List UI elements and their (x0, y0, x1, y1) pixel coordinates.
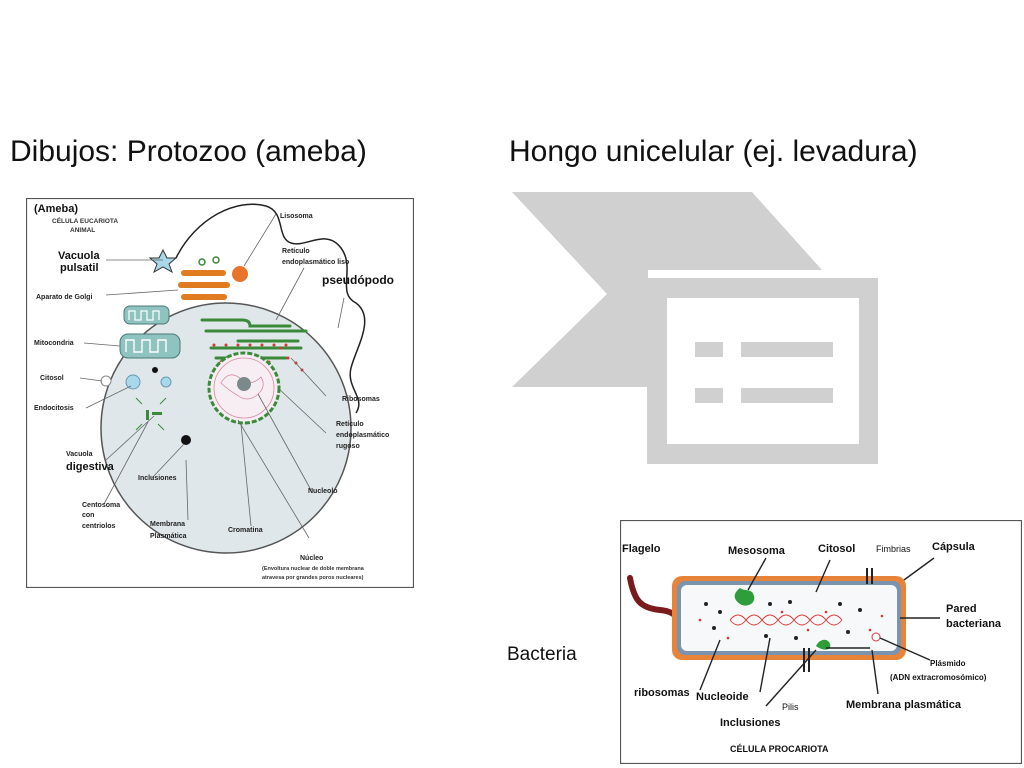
label-vacuola-pulsatil-2: pulsatil (60, 262, 99, 274)
label-reticulo-rugoso-3: rugoso (336, 443, 360, 450)
label-citosol: Citosol (40, 375, 64, 382)
bact-label-plasmido-2: (ADN extracromosómico) (890, 673, 987, 682)
label-nucleo-note: (Envoltura nuclear de doble membrana (262, 566, 365, 572)
bact-label-capsula: Cápsula (932, 541, 976, 553)
label-reticulo-rugoso: Retículo (336, 421, 364, 428)
label-nucleolo: Nucleolo (308, 488, 338, 495)
bact-label-mesosoma: Mesosoma (728, 545, 786, 557)
label-mitocondria: Mitocondria (34, 340, 74, 347)
ameba-sub1: CÉLULA EUCARIOTA (52, 216, 118, 225)
label-golgi: Aparato de Golgi (36, 294, 92, 301)
label-vacuola-pulsatil: Vacuola (58, 250, 100, 262)
label-nucleo: Núcleo (300, 555, 323, 562)
label-ribosomas: Ribosomas (342, 396, 380, 403)
bact-label-pilis: Pilis (782, 702, 799, 712)
ameba-sub2: ANIMAL (70, 227, 95, 234)
label-reticulo-rugoso-2: endoplasmático (336, 432, 389, 439)
bact-label-ribosomas: ribosomas (634, 687, 690, 699)
label-vacuola-digestiva-2: digestiva (66, 461, 115, 473)
label-cromatina: Cromatina (228, 527, 263, 534)
label-reticulo-liso: Retículo (282, 248, 310, 255)
label-centrosoma-2: con (82, 512, 94, 519)
label-inclusiones: Inclusiones (138, 475, 177, 482)
ameba-heading: (Ameba) (34, 203, 78, 215)
title-protozoo: Dibujos: Protozoo (ameba) (10, 135, 367, 168)
ameba-diagram: (Ameba) CÉLULA EUCARIOTA ANIMAL Vacuola … (26, 198, 414, 588)
bact-label-nucleoide: Nucleoide (696, 691, 749, 703)
bact-label-citosol: Citosol (818, 543, 855, 555)
label-membrana-2: Plasmática (150, 533, 187, 540)
label-membrana: Membrana (150, 521, 185, 528)
bact-label-membrana: Membrana plasmática (846, 699, 962, 711)
title-hongo: Hongo unicelular (ej. levadura) (509, 135, 918, 168)
bact-label-plasmido: Plásmido (930, 659, 966, 668)
bact-label-fimbrias: Fimbrias (876, 544, 911, 554)
picture-placeholder-icon (512, 192, 878, 464)
bacteria-diagram: Flagelo Mesosoma Citosol Fimbrias Cápsul… (620, 520, 1022, 764)
bact-label-pared: Pared (946, 603, 977, 615)
bacteria-label: Bacteria (507, 644, 577, 665)
label-endocitosis: Endocitosis (34, 405, 74, 412)
label-nucleo-note-2: atravesa por grandes poros nucleares) (262, 575, 364, 581)
label-vacuola-digestiva: Vacuola (66, 451, 93, 458)
bact-label-titulo: CÉLULA PROCARIOTA (730, 744, 829, 754)
bact-label-pared-2: bacteriana (946, 618, 1002, 630)
bact-label-flagelo: Flagelo (622, 543, 661, 555)
label-reticulo-liso-2: endoplasmático liso (282, 259, 349, 266)
label-pseudopodo: pseudópodo (322, 273, 394, 287)
label-centrosoma: Centosoma (82, 502, 120, 509)
bact-label-inclusiones: Inclusiones (720, 717, 781, 729)
label-lisosoma: Lisosoma (280, 213, 313, 220)
label-centrosoma-3: centriolos (82, 523, 116, 530)
